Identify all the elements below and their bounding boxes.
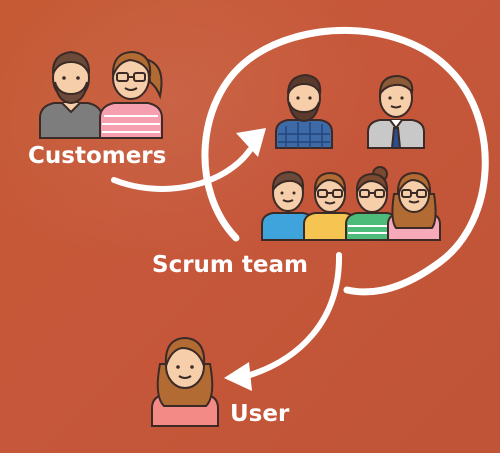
customers-label: Customers <box>28 143 167 169</box>
man-tie-icon <box>367 74 425 149</box>
user-label: User <box>230 401 290 427</box>
woman-glasses-yellow-icon <box>303 171 357 241</box>
arrow-customers-to-team <box>111 147 253 192</box>
man-blue-icon <box>261 170 315 241</box>
woman-user-icon <box>151 336 219 427</box>
woman-long-hair-pink-icon <box>387 171 441 241</box>
woman-bun-green-icon <box>345 166 399 241</box>
woman-glasses-icon <box>99 50 163 139</box>
scrum-team-label: Scrum team <box>152 252 308 278</box>
arrow-head-customers <box>236 128 266 157</box>
man-beard-plaid-icon <box>275 73 333 149</box>
scrum-circle <box>201 27 489 296</box>
arrow-team-to-user <box>237 252 343 381</box>
arrow-head-user <box>224 362 252 391</box>
man-beard-icon <box>39 50 103 139</box>
